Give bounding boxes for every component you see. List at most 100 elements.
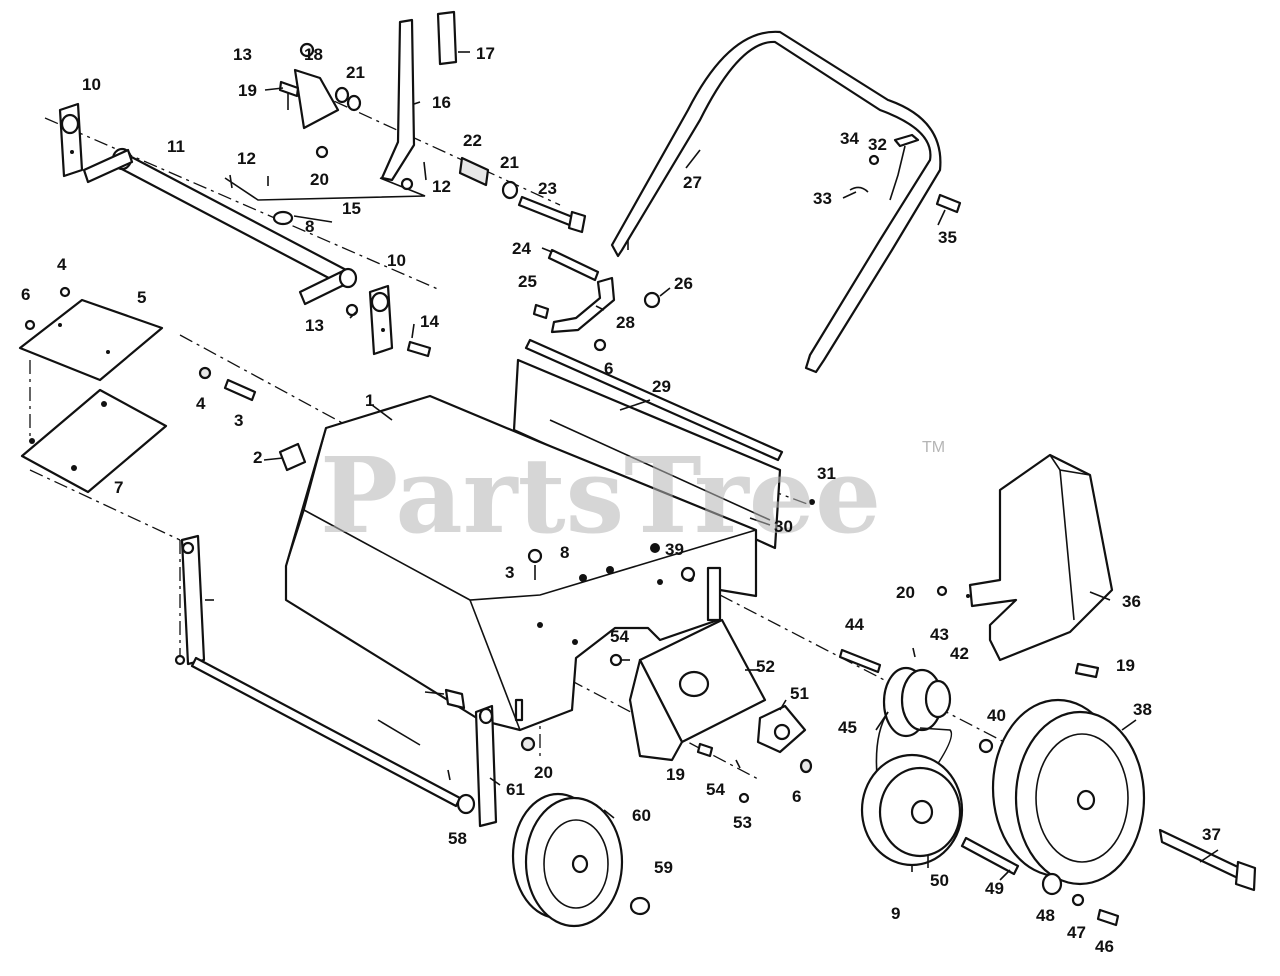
callout-21-top: 21: [346, 63, 365, 82]
leader-lines: [205, 51, 1219, 881]
callout-12-left: 12: [237, 149, 256, 168]
callout-53: 54: [610, 627, 629, 646]
watermark-trademark: TM: [922, 439, 945, 456]
watermark-text: PartsTree: [320, 434, 881, 557]
callout-36: 36: [1122, 592, 1141, 611]
callout-30: 30: [774, 517, 793, 536]
callout-23: 23: [538, 179, 557, 198]
part-bracket-left: [58, 102, 84, 178]
center-line-bearing: [569, 679, 761, 781]
center-line-left: [29, 469, 181, 541]
part-rear-shield: [512, 338, 815, 550]
center-line-lever: [309, 89, 561, 206]
callout-41: 43: [930, 625, 949, 644]
callout-56: 61: [506, 780, 525, 799]
callout-25: 25: [518, 272, 537, 291]
part-shaft: [82, 147, 358, 306]
part-front-wheel: [511, 792, 624, 928]
callout-15: 15: [342, 199, 361, 218]
callout-34: 34: [840, 129, 859, 148]
part-upper-plate: [18, 286, 164, 382]
callout-54-right: 59: [654, 858, 673, 877]
callout-49: 51: [790, 684, 809, 703]
callout-13-bottom: 13: [305, 316, 324, 335]
callout-10-right: 10: [387, 251, 406, 270]
callout-27: 27: [683, 173, 702, 192]
callout-50: 52: [756, 657, 775, 676]
callout-3-top: 3: [234, 411, 243, 430]
callout-43: 45: [838, 718, 857, 737]
part-lever: [380, 10, 458, 191]
watermark: PartsTree TM: [320, 434, 945, 557]
part-bolt-hardware: [198, 366, 307, 472]
callout-8-top: 8: [305, 217, 314, 236]
callout-39-top: 39: [665, 540, 684, 559]
callout-40: 42: [950, 644, 969, 663]
callout-7: 7: [114, 478, 123, 497]
callout-37: 37: [1202, 825, 1221, 844]
callout-48: 50: [930, 871, 949, 890]
callout-54-left: 58: [448, 829, 467, 848]
callout-21-right: 21: [500, 153, 519, 172]
callout-4-middle: 4: [196, 394, 206, 413]
callout-16: 16: [432, 93, 451, 112]
callout-9: 9: [891, 904, 900, 923]
center-line-shaft: [44, 117, 441, 291]
part-bearing-plate: [609, 618, 767, 762]
callout-55: 60: [632, 806, 651, 825]
callout-5: 5: [137, 288, 146, 307]
callout-11: 11: [167, 137, 185, 156]
callout-45: 47: [1067, 923, 1086, 942]
callout-labels: 10 11 12 13 18 19 21 16 17 20 12 22 21 2…: [21, 44, 1221, 956]
callout-19-guard: 19: [1116, 656, 1135, 675]
part-front-axle: [174, 534, 462, 808]
part-spring-assembly: [458, 156, 587, 234]
part-belt-guard: [936, 453, 1114, 679]
callout-47: 49: [985, 879, 1004, 898]
part-rear-wheel: [991, 698, 1257, 927]
callout-29: 29: [652, 377, 671, 396]
callout-1: 1: [365, 391, 374, 410]
callout-20-right: 20: [896, 583, 915, 602]
callout-33: 33: [813, 189, 832, 208]
callout-14: 14: [420, 312, 439, 331]
part-bent-rod: [224, 174, 426, 226]
part-front-link: [444, 688, 651, 916]
callout-20-top: 20: [310, 170, 329, 189]
part-pivot-plate: [278, 42, 362, 159]
part-drive-pulley: [838, 647, 994, 754]
callout-35: 35: [938, 228, 957, 247]
callout-13-top: 13: [233, 45, 252, 64]
center-line-pulley: [719, 594, 1011, 746]
callout-28: 28: [616, 313, 635, 332]
callout-17: 17: [476, 44, 495, 63]
callout-6-bottom: 6: [792, 787, 801, 806]
callout-24: 24: [512, 239, 531, 258]
callout-31: 31: [817, 464, 836, 483]
callout-26: 26: [674, 274, 693, 293]
part-bracket-right: [345, 284, 432, 358]
callout-2: 2: [253, 448, 262, 467]
callout-42: 44: [845, 615, 864, 634]
part-lower-plate: [20, 388, 168, 494]
callout-20-bottom: 20: [534, 763, 553, 782]
part-handle: [610, 30, 942, 374]
callout-18: 18: [304, 45, 323, 64]
part-main-housing: [284, 394, 758, 732]
part-belt-and-pulley: [860, 711, 1020, 876]
callout-44: 46: [1095, 937, 1114, 956]
callout-3-bottom: 3: [505, 563, 514, 582]
callout-52: 54: [706, 780, 725, 799]
callout-51: 53: [733, 813, 752, 832]
callout-22: 22: [463, 131, 482, 150]
callout-4-top: 4: [57, 255, 67, 274]
part-handle-hardware: [849, 133, 962, 214]
callout-6-left: 6: [21, 285, 30, 304]
callout-46: 48: [1036, 906, 1055, 925]
part-housing-bolts: [527, 548, 696, 582]
callout-6-middle: 6: [604, 359, 613, 378]
callout-19-bottom: 19: [666, 765, 685, 784]
callout-10-left: 10: [82, 75, 101, 94]
